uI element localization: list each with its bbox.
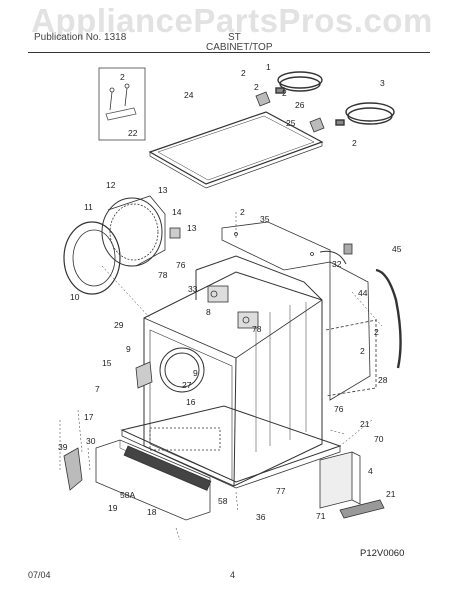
- callout: 2: [352, 138, 357, 148]
- base-frame: [120, 405, 342, 489]
- callout: 7: [95, 384, 100, 394]
- control-bracket: [135, 361, 153, 389]
- callout: 29: [114, 320, 124, 330]
- rear-top-rail: [221, 221, 331, 271]
- callout: 76: [334, 404, 344, 414]
- figure-code: P12V0060: [360, 548, 405, 559]
- callout: 71: [316, 511, 326, 521]
- model-label: ST: [228, 32, 241, 43]
- callout: 36: [256, 512, 266, 522]
- callout: 78: [252, 324, 262, 334]
- callout: 45: [392, 244, 402, 254]
- callout: 11: [84, 202, 93, 212]
- callout: 77: [276, 486, 286, 496]
- callout: 1: [266, 62, 271, 72]
- inlet-hoses: [275, 71, 395, 126]
- callout: 21: [386, 489, 396, 499]
- callout: 2: [254, 82, 259, 92]
- callout: 9: [193, 368, 198, 378]
- callout: 8: [206, 307, 211, 317]
- cabinet-body: [143, 255, 323, 487]
- screw-inset-box: [98, 67, 146, 141]
- callout-labels: 1 2 2 2 3 2 26 24 25 2 22 12 13 11 14 13…: [58, 62, 402, 522]
- callout: 16: [186, 397, 196, 407]
- callout: 2: [241, 68, 246, 78]
- side-trim: [63, 447, 83, 491]
- callout: 39: [58, 442, 68, 452]
- callout: 22: [128, 128, 138, 138]
- section-title: CABINET/TOP: [206, 42, 273, 53]
- callout: 27: [182, 380, 192, 390]
- callout: 24: [184, 90, 194, 100]
- callout: 9: [126, 344, 131, 354]
- callout: 58: [218, 496, 228, 506]
- callout: 3: [380, 78, 385, 88]
- callout: 17: [84, 412, 94, 422]
- callout: 33: [188, 284, 198, 294]
- footer-page: 4: [230, 570, 236, 580]
- callout: 30: [86, 436, 96, 446]
- callout: 32: [332, 259, 342, 269]
- callout: 10: [70, 292, 80, 302]
- callout: 44: [358, 288, 368, 298]
- kick-panel: [95, 439, 212, 521]
- water-valve: [207, 285, 259, 329]
- assembly-leader-lines: [59, 212, 383, 541]
- callout: 2: [120, 72, 125, 82]
- top-panel: [148, 111, 324, 189]
- footer-date: 07/04: [28, 570, 51, 580]
- callout: 25: [286, 118, 296, 128]
- publication-label: Publication No. 1318: [34, 32, 127, 43]
- callout: 28: [378, 375, 388, 385]
- callout: 2: [360, 346, 365, 356]
- callout: 14: [172, 207, 182, 217]
- callout: 4: [368, 466, 373, 476]
- door-assembly: [63, 195, 181, 295]
- callout: 35: [260, 214, 270, 224]
- callout: 13: [158, 185, 168, 195]
- hinge-brackets: [255, 91, 325, 133]
- callout: 13: [187, 223, 197, 233]
- callout: 2: [374, 327, 379, 337]
- callout: 19: [108, 503, 118, 513]
- callout: 76: [176, 260, 186, 270]
- callout: 12: [106, 180, 116, 190]
- rear-panel: [325, 261, 377, 401]
- callout: 18: [147, 507, 157, 517]
- callout: 2: [282, 88, 287, 98]
- callout: 70: [374, 434, 384, 444]
- control-box: [319, 451, 385, 519]
- header-rule: [28, 52, 430, 53]
- callout: 78: [158, 270, 168, 280]
- callout: 26: [295, 100, 305, 110]
- callout: 2: [240, 207, 245, 217]
- watermark: AppliancePartsPros.com: [31, 2, 433, 39]
- callout: 21: [360, 419, 370, 429]
- callout: 58A: [120, 490, 135, 500]
- drain-hose: [319, 243, 402, 369]
- callout: 15: [102, 358, 112, 368]
